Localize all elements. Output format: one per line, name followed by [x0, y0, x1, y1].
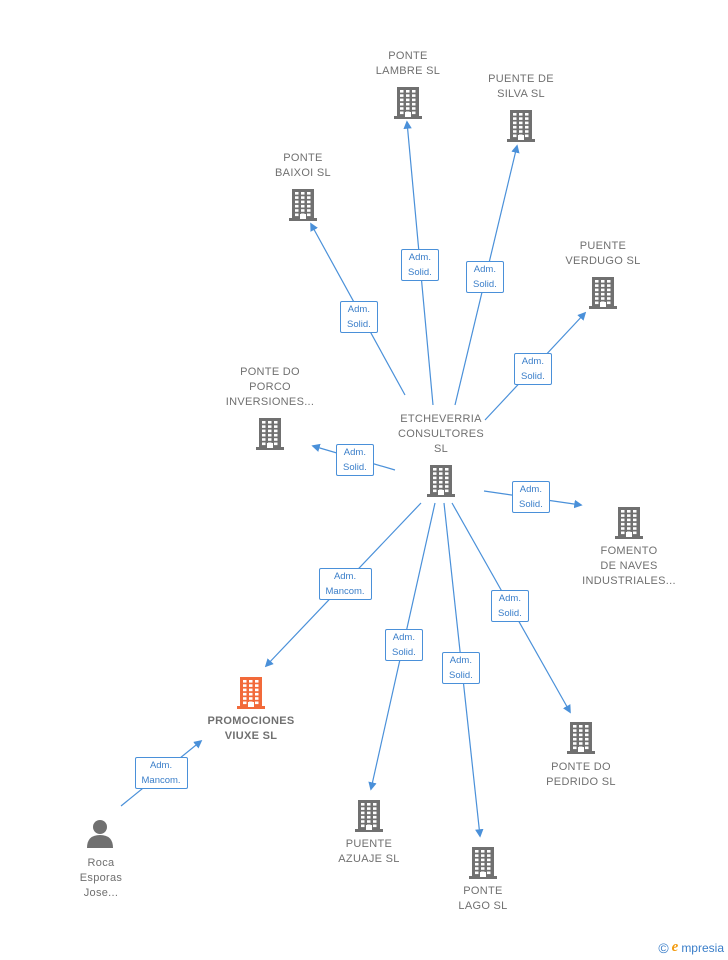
building-icon	[392, 85, 424, 124]
node-label: PUENTE AZUAJE SL	[338, 838, 400, 865]
brand-initial: e	[671, 939, 679, 955]
node-label: PUENTE VERDUGO SL	[565, 240, 641, 267]
edge-label-ponte_lago[interactable]: Adm. Solid.	[442, 652, 480, 684]
node-label: FOMENTO DE NAVES INDUSTRIALES...	[582, 545, 676, 587]
node-label: PONTE DO PORCO INVERSIONES...	[225, 366, 315, 408]
node-label: PONTE BAIXOI SL	[275, 152, 331, 179]
brand-name: mpresia	[681, 940, 724, 955]
edge-label-promociones[interactable]: Adm. Mancom.	[134, 757, 188, 789]
building-icon	[505, 108, 537, 147]
copyright-icon: ©	[658, 939, 669, 956]
node-label: PONTE DO PEDRIDO SL	[546, 761, 616, 788]
node-label: Roca Esporas Jose...	[79, 857, 123, 899]
edge-label-puente_silva[interactable]: Adm. Solid.	[466, 261, 504, 293]
edge-label-ponte_baixoi[interactable]: Adm. Solid.	[340, 301, 378, 333]
edge-label-promociones[interactable]: Adm. Mancom.	[318, 568, 372, 600]
edge-label-puente_verdugo[interactable]: Adm. Solid.	[514, 353, 552, 385]
edge-label-ponte_pedrido[interactable]: Adm. Solid.	[491, 590, 529, 622]
building-icon	[467, 845, 499, 884]
node-label: ETCHEVERRIA CONSULTORES SL	[397, 413, 485, 455]
node-label: PONTE LAMBRE SL	[375, 50, 441, 77]
edge-label-ponte_porco[interactable]: Adm. Solid.	[336, 444, 374, 476]
node-label: PONTE LAGO SL	[458, 885, 508, 912]
building-icon	[254, 416, 286, 455]
node-label: PROMOCIONES VIUXE SL	[207, 715, 295, 742]
person-icon	[85, 818, 115, 853]
edge-label-ponte_lambre[interactable]: Adm. Solid.	[401, 249, 439, 281]
edge-label-fomento[interactable]: Adm. Solid.	[512, 481, 550, 513]
building-icon	[587, 275, 619, 314]
building-icon	[565, 720, 597, 759]
building-icon	[613, 505, 645, 544]
building-icon	[425, 463, 457, 502]
edge-label-puente_azuaje[interactable]: Adm. Solid.	[385, 629, 423, 661]
node-label: PUENTE DE SILVA SL	[488, 73, 554, 100]
building-icon	[353, 798, 385, 837]
building-icon	[235, 675, 267, 714]
building-icon	[287, 187, 319, 226]
